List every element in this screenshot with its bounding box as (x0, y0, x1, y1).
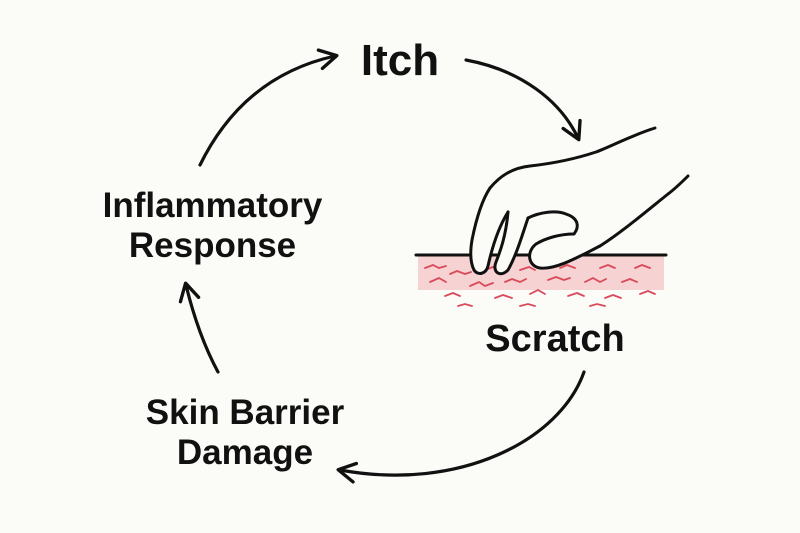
hand-icon (469, 126, 690, 276)
node-itch-label: Itch (360, 36, 440, 85)
irritation-marks (424, 264, 656, 307)
node-skin-barrier-damage: Skin Barrier Damage (110, 393, 380, 474)
arrow-itch-to-scratch (464, 58, 582, 142)
node-skin-barrier-line-2: Damage (176, 433, 314, 473)
node-skin-barrier-line-1: Skin Barrier (145, 393, 345, 432)
node-itch: Itch (0, 36, 800, 86)
node-inflammatory-line-1: Inflammatory (102, 186, 323, 225)
arrow-skin-barrier-to-inflammatory (178, 281, 220, 374)
node-inflammatory-response: Inflammatory Response (70, 186, 355, 267)
arrow-inflammatory-to-itch (198, 48, 339, 167)
arrow-scratch-to-skin-barrier (336, 370, 586, 484)
node-scratch: Scratch (455, 318, 655, 362)
node-scratch-label: Scratch (485, 318, 625, 360)
node-inflammatory-line-2: Response (128, 226, 297, 266)
